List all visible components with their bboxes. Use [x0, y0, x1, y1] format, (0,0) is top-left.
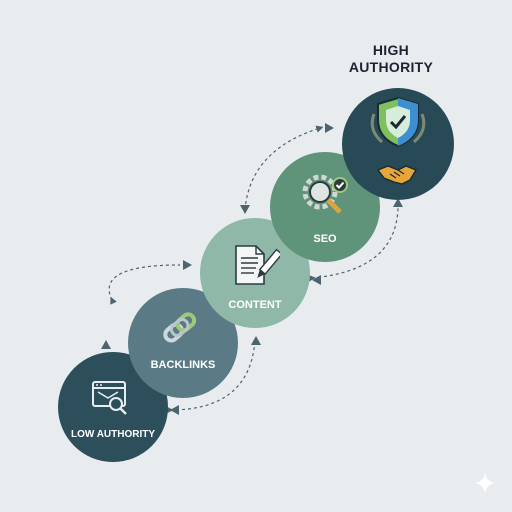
- arrowhead-up-low: [101, 340, 111, 349]
- arrowhead-left-seo: [312, 275, 321, 285]
- label-seo: SEO: [313, 233, 337, 245]
- label-low-authority: LOW AUTHORITY: [70, 429, 156, 440]
- shield-check-icon: [370, 96, 426, 148]
- label-content: CONTENT: [228, 299, 282, 311]
- title-line-1: HIGH: [372, 42, 410, 58]
- arrowhead-up-content: [251, 336, 261, 345]
- arrowhead-right-low: [183, 260, 192, 270]
- arrowhead-down-content: [240, 205, 250, 214]
- high-authority-title: HIGH AUTHORITY: [336, 42, 446, 76]
- arrowhead-left-backlinks: [170, 405, 179, 415]
- arrow-low-to-backlinks: [108, 264, 181, 305]
- title-line-2: AUTHORITY: [348, 59, 434, 75]
- chain-link-icon: [163, 312, 197, 343]
- arrowhead-right-seo: [325, 123, 334, 133]
- browser-search-icon: [92, 381, 127, 415]
- document-pen-icon: [235, 245, 280, 285]
- arrow-backlinks-to-content: [166, 339, 256, 414]
- handshake-icon: [376, 165, 418, 185]
- gear-magnifier-icon: [302, 174, 348, 214]
- arrow-content-to-seo: [244, 125, 324, 211]
- label-backlinks: BACKLINKS: [150, 359, 216, 371]
- sparkle-icon: [475, 473, 495, 493]
- arrow-seo-to-high: [308, 201, 399, 282]
- arrowhead-up-high: [393, 198, 403, 207]
